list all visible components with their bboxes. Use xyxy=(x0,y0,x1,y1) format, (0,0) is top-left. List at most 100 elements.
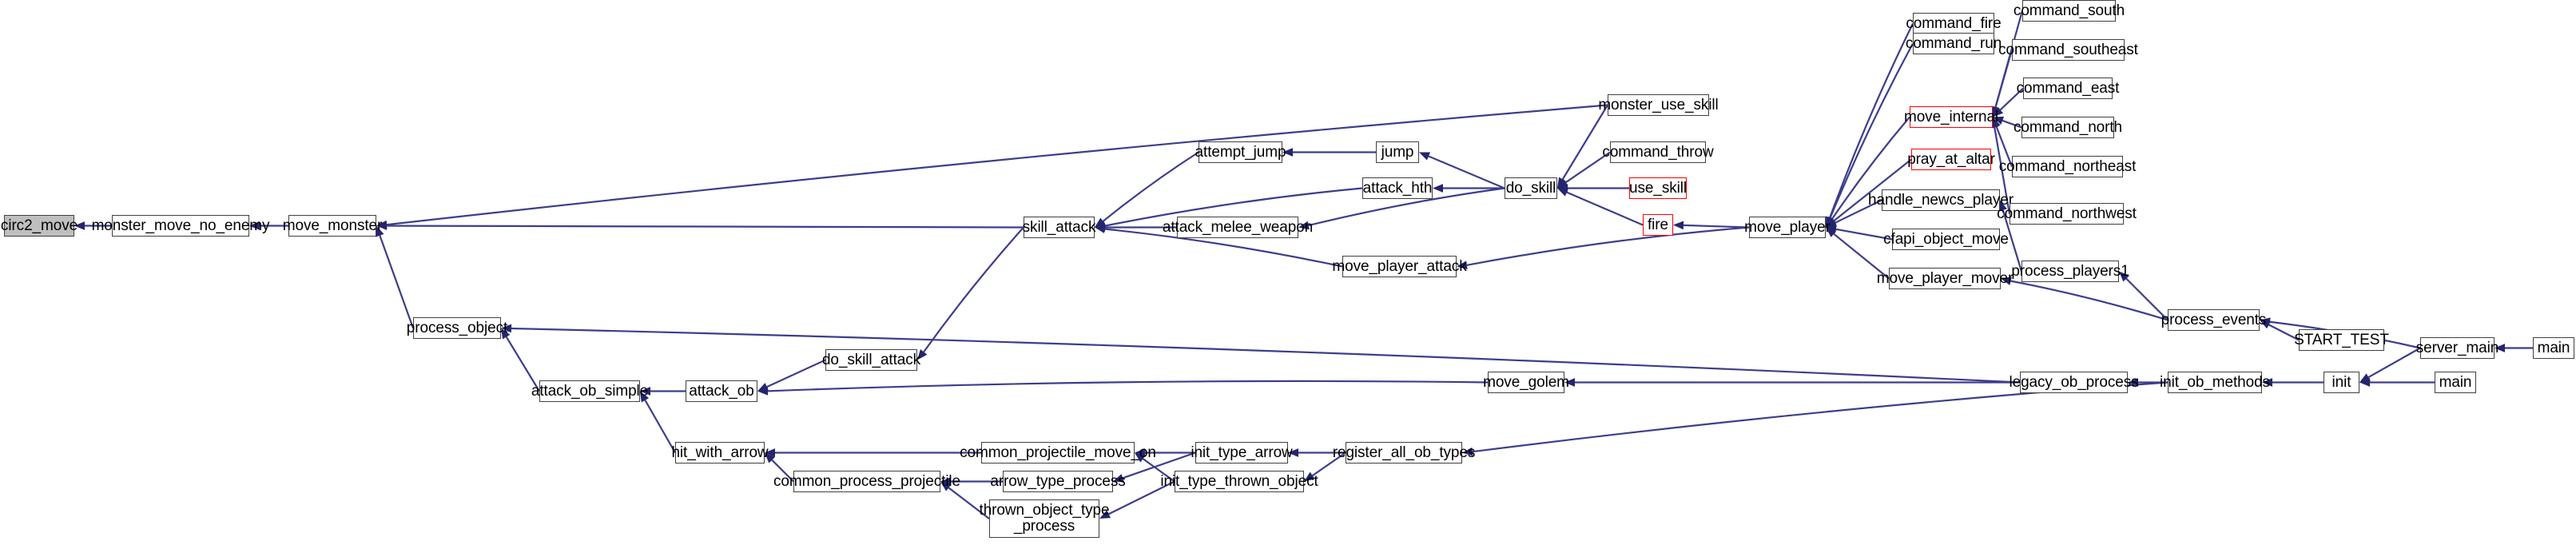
graph-node-use_skill[interactable]: use_skill xyxy=(1629,177,1687,199)
graph-edge-arrowhead xyxy=(940,481,952,491)
graph-node-command_north[interactable]: command_north xyxy=(2013,117,2122,138)
graph-node-label: move_internal xyxy=(1903,108,1999,125)
graph-node-attack_hth[interactable]: attack_hth xyxy=(1362,177,1433,199)
graph-node-init_type_thrown_object[interactable]: init_type_thrown_object xyxy=(1160,471,1318,492)
graph-edge-arrowhead xyxy=(1826,218,1838,228)
graph-node-command_run[interactable]: command_run xyxy=(1906,33,2002,54)
graph-edge xyxy=(1833,233,1890,280)
graph-edge-arrowhead xyxy=(765,448,775,457)
graph-node-move_player_attack[interactable]: move_player_attack xyxy=(1332,256,1467,277)
graph-node-label: move_player_mover xyxy=(1876,269,2013,287)
graph-edge-arrowhead xyxy=(757,386,769,396)
graph-node-server_main[interactable]: server_main xyxy=(2416,337,2498,359)
graph-node-register_all_ob_types[interactable]: register_all_ob_types xyxy=(1333,442,1475,464)
graph-node-legacy_ob_process[interactable]: legacy_ob_process xyxy=(2009,372,2139,393)
graph-edge xyxy=(1466,226,1750,266)
graph-node-command_northeast[interactable]: command_northeast xyxy=(1999,156,2136,177)
graph-edge-arrowhead xyxy=(376,225,384,237)
graph-node-label: move_player_attack xyxy=(1332,257,1467,275)
graph-node-cfapi_object_move[interactable]: cfapi_object_move xyxy=(1883,229,2009,250)
graph-node-label: command_east xyxy=(2016,79,2120,97)
graph-node-move_golem[interactable]: move_golem xyxy=(1483,372,1569,393)
graph-node-attack_ob_simple[interactable]: attack_ob_simple xyxy=(531,380,648,402)
graph-node-init_ob_methods[interactable]: init_ob_methods xyxy=(2160,372,2270,393)
graph-edge-arrowhead xyxy=(1557,188,1569,197)
graph-node-monster_use_skill[interactable]: monster_use_skill xyxy=(1598,94,1719,116)
graph-edge xyxy=(644,400,676,454)
graph-node-process_players1[interactable]: process_players1 xyxy=(2011,261,2129,282)
graph-node-command_south[interactable]: command_south xyxy=(2013,0,2125,22)
graph-node-label: move_monster xyxy=(282,217,383,234)
graph-node-init_type_arrow[interactable]: init_type_arrow xyxy=(1191,442,1293,464)
graph-node-label: attack_ob xyxy=(689,382,754,400)
graph-edge-arrowhead xyxy=(1457,261,1468,270)
graph-node-process_object[interactable]: process_object xyxy=(407,317,507,339)
graph-node-label: command_northwest xyxy=(1997,205,2137,222)
graph-node-monster_move_no_enemy[interactable]: monster_move_no_enemy xyxy=(92,215,270,237)
graph-node-label: do_skill_attack xyxy=(821,351,921,368)
graph-node-label: do_skill xyxy=(1505,179,1556,197)
graph-node-label: arrow_type_process xyxy=(990,472,1126,490)
graph-node-main_top[interactable]: main xyxy=(2533,337,2574,359)
graph-node-command_east[interactable]: command_east xyxy=(2017,78,2119,99)
graph-node-do_skill[interactable]: do_skill xyxy=(1505,177,1557,199)
graph-edge xyxy=(1833,158,1912,222)
graph-node-move_player_mover[interactable]: move_player_mover xyxy=(1877,268,2013,289)
graph-edge-arrowhead xyxy=(2495,344,2505,352)
graph-node-label: move_golem xyxy=(1483,373,1569,391)
graph-node-label: circ2_move xyxy=(0,217,78,234)
graph-node-pray_at_altar[interactable]: pray_at_altar xyxy=(1907,149,1995,170)
graph-edge xyxy=(1565,151,1611,184)
graph-node-handle_newcs_player[interactable]: handle_newcs_player xyxy=(1868,189,2013,211)
graph-edge-arrowhead xyxy=(1998,200,2007,212)
graph-node-jump[interactable]: jump xyxy=(1376,141,1419,163)
graph-edge-arrowhead xyxy=(501,328,511,340)
graph-node-hit_with_arrow[interactable]: hit_with_arrow xyxy=(671,442,769,464)
graph-edge-arrowhead xyxy=(1113,474,1125,483)
graph-node-command_fire[interactable]: command_fire xyxy=(1906,13,2002,34)
graph-edge xyxy=(1683,224,1750,229)
graph-node-attack_ob[interactable]: attack_ob xyxy=(686,380,757,402)
graph-node-main_bottom[interactable]: main xyxy=(2435,372,2476,393)
graph-node-command_northwest[interactable]: command_northwest xyxy=(1997,203,2137,225)
graph-node-move_internal[interactable]: move_internal xyxy=(1904,106,1998,128)
graph-node-arrow_type_process[interactable]: arrow_type_process xyxy=(990,471,1126,492)
graph-node-thrown_object_type_process[interactable]: thrown_object_type _process xyxy=(980,499,1110,538)
graph-edge-arrowhead xyxy=(1095,225,1106,233)
graph-node-skill_attack[interactable]: skill_attack xyxy=(1023,217,1095,238)
graph-node-attempt_jump[interactable]: attempt_jump xyxy=(1195,141,1286,163)
graph-edge xyxy=(1829,42,1914,219)
graph-node-move_player[interactable]: move_player xyxy=(1744,217,1831,238)
graph-edge xyxy=(1835,228,1893,241)
graph-edge xyxy=(1102,151,1199,222)
graph-node-START_TEST[interactable]: START_TEST xyxy=(2294,329,2389,351)
graph-node-label: init xyxy=(2332,373,2351,391)
graph-node-label: move_player xyxy=(1744,218,1831,236)
graph-node-do_skill_attack[interactable]: do_skill_attack xyxy=(822,349,920,371)
graph-node-command_throw[interactable]: command_throw xyxy=(1602,141,1714,163)
graph-node-common_projectile_move_on[interactable]: common_projectile_move_on xyxy=(960,442,1156,464)
graph-node-move_monster[interactable]: move_monster xyxy=(283,215,382,237)
graph-edge xyxy=(2125,277,2169,321)
graph-edge xyxy=(1428,155,1505,189)
graph-edge xyxy=(767,380,1489,392)
graph-node-common_process_projectile[interactable]: common_process_projectile xyxy=(773,471,960,492)
graph-node-label: pray_at_altar xyxy=(1907,150,1995,168)
graph-node-init[interactable]: init xyxy=(2324,372,2359,393)
graph-edge-arrowhead xyxy=(1826,227,1837,237)
graph-node-fire[interactable]: fire xyxy=(1643,214,1673,236)
graph-node-attack_melee_weapon[interactable]: attack_melee_weapon xyxy=(1163,217,1313,238)
graph-edge xyxy=(1104,187,1363,227)
graph-node-command_southeast[interactable]: command_southeast xyxy=(1998,39,2138,61)
graph-node-circ2_move[interactable]: circ2_move xyxy=(1,215,78,237)
graph-node-label: jump xyxy=(1381,143,1414,161)
graph-node-label: monster_move_no_enemy xyxy=(91,217,270,234)
graph-node-label: attack_melee_weapon xyxy=(1162,218,1314,236)
graph-edge-arrowhead xyxy=(1673,221,1684,230)
graph-node-label: register_all_ob_types xyxy=(1332,444,1476,461)
graph-edge xyxy=(1308,187,1505,227)
graph-node-process_events[interactable]: process_events xyxy=(2161,309,2266,331)
graph-edge xyxy=(1995,126,2013,167)
